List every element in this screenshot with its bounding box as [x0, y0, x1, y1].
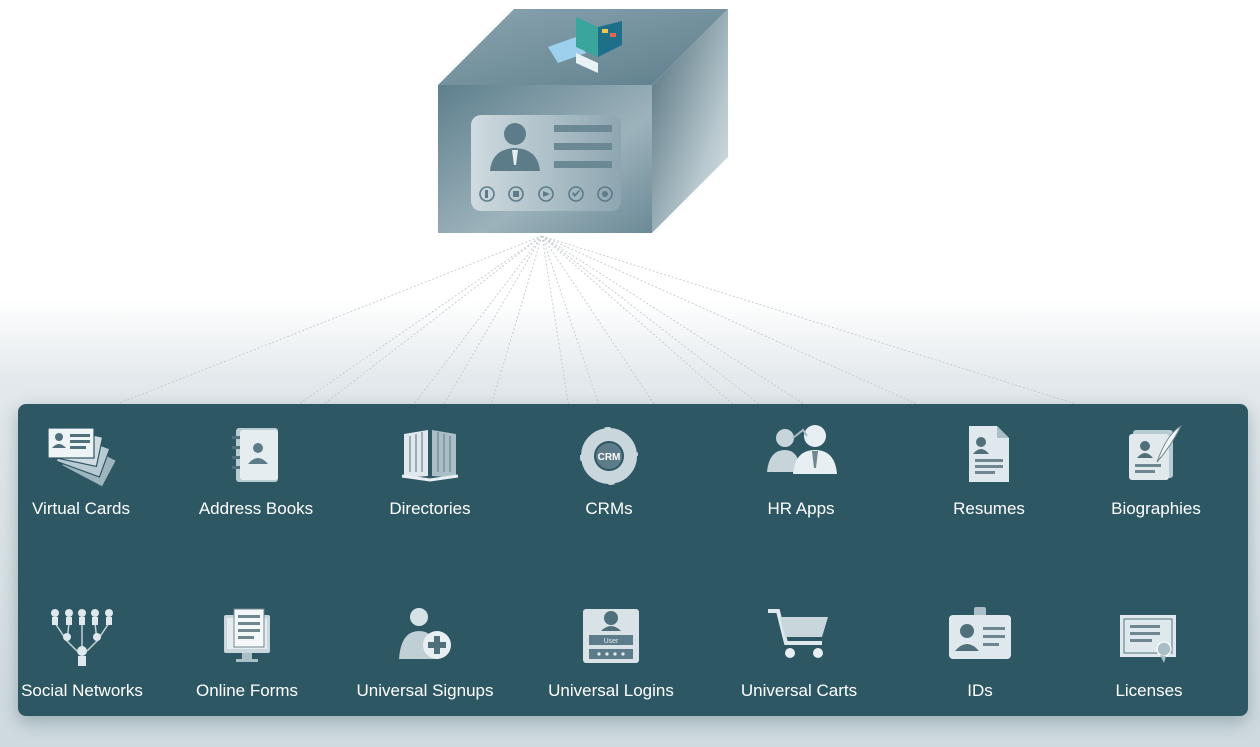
- connector-line-dashed: [541, 235, 600, 405]
- crm-icon-text: CRM: [598, 452, 621, 463]
- target-label: Resumes: [953, 499, 1025, 518]
- target-ids[interactable]: IDs: [890, 605, 1070, 705]
- shopping-cart-icon: [768, 609, 828, 658]
- people-group-icon: [767, 425, 837, 474]
- virtual-cards-icon: [47, 426, 116, 488]
- target-label: Social Networks: [21, 681, 143, 700]
- crm-cycle-icon: CRM: [579, 426, 639, 486]
- connector-line-dashed: [298, 235, 543, 405]
- target-label: CRMs: [585, 499, 633, 518]
- monitor-form-icon: [224, 608, 270, 662]
- network-people-icon: [51, 609, 113, 666]
- target-label: Virtual Cards: [32, 499, 130, 518]
- target-label: Universal Carts: [740, 681, 858, 700]
- target-online-forms[interactable]: Online Forms: [157, 605, 337, 705]
- connector-line-dashed: [541, 235, 805, 405]
- connector-line-dashed: [541, 235, 918, 405]
- target-hr-apps[interactable]: HR Apps: [711, 422, 891, 522]
- target-licenses[interactable]: Licenses: [1059, 605, 1239, 705]
- target-directories[interactable]: Directories: [340, 422, 520, 522]
- connector-line-dashed: [541, 235, 569, 405]
- login-screen-icon: User: [583, 609, 639, 663]
- address-book-icon: [232, 428, 278, 482]
- identity-hub-box: [438, 9, 728, 233]
- target-crms[interactable]: CRM CRMs: [519, 422, 699, 522]
- target-label: HR Apps: [767, 499, 835, 518]
- target-universal-logins[interactable]: User Universal Logins: [521, 605, 701, 705]
- target-label: Online Forms: [195, 681, 299, 700]
- connector-line-dashed: [443, 235, 543, 405]
- certificate-icon: [1120, 615, 1176, 663]
- target-label: Universal Logins: [548, 681, 674, 700]
- target-universal-carts[interactable]: Universal Carts: [709, 605, 889, 705]
- login-icon-text: User: [604, 638, 619, 645]
- target-label: Directories: [389, 499, 471, 518]
- target-resumes[interactable]: Resumes: [899, 422, 1079, 522]
- target-universal-signups[interactable]: Universal Signups: [335, 605, 515, 705]
- connector-line-dashed: [541, 235, 655, 405]
- connector-line-dashed: [541, 235, 760, 405]
- user-add-icon: [399, 608, 451, 659]
- connector-line-dashed: [490, 235, 543, 405]
- connector-line-dashed: [541, 235, 733, 405]
- target-virtual-cards[interactable]: Virtual Cards: [0, 422, 171, 522]
- target-label: Biographies: [1111, 499, 1201, 518]
- connector-line-dashed: [323, 235, 543, 405]
- resume-document-icon: [969, 426, 1009, 482]
- biography-quill-icon: [1129, 424, 1183, 480]
- target-label: Licenses: [1115, 681, 1183, 700]
- connector-line-dashed: [541, 235, 1077, 405]
- target-social-networks[interactable]: Social Networks: [0, 605, 172, 705]
- open-book-icon: [401, 430, 459, 482]
- id-badge-icon: [949, 607, 1011, 659]
- connector-line-dashed: [116, 235, 543, 405]
- target-label: Address Books: [198, 499, 314, 518]
- target-biographies[interactable]: Biographies: [1066, 422, 1246, 522]
- target-label: IDs: [967, 681, 993, 700]
- connector-line-dashed: [413, 235, 543, 405]
- target-address-books[interactable]: Address Books: [166, 422, 346, 522]
- target-label: Universal Signups: [356, 681, 494, 700]
